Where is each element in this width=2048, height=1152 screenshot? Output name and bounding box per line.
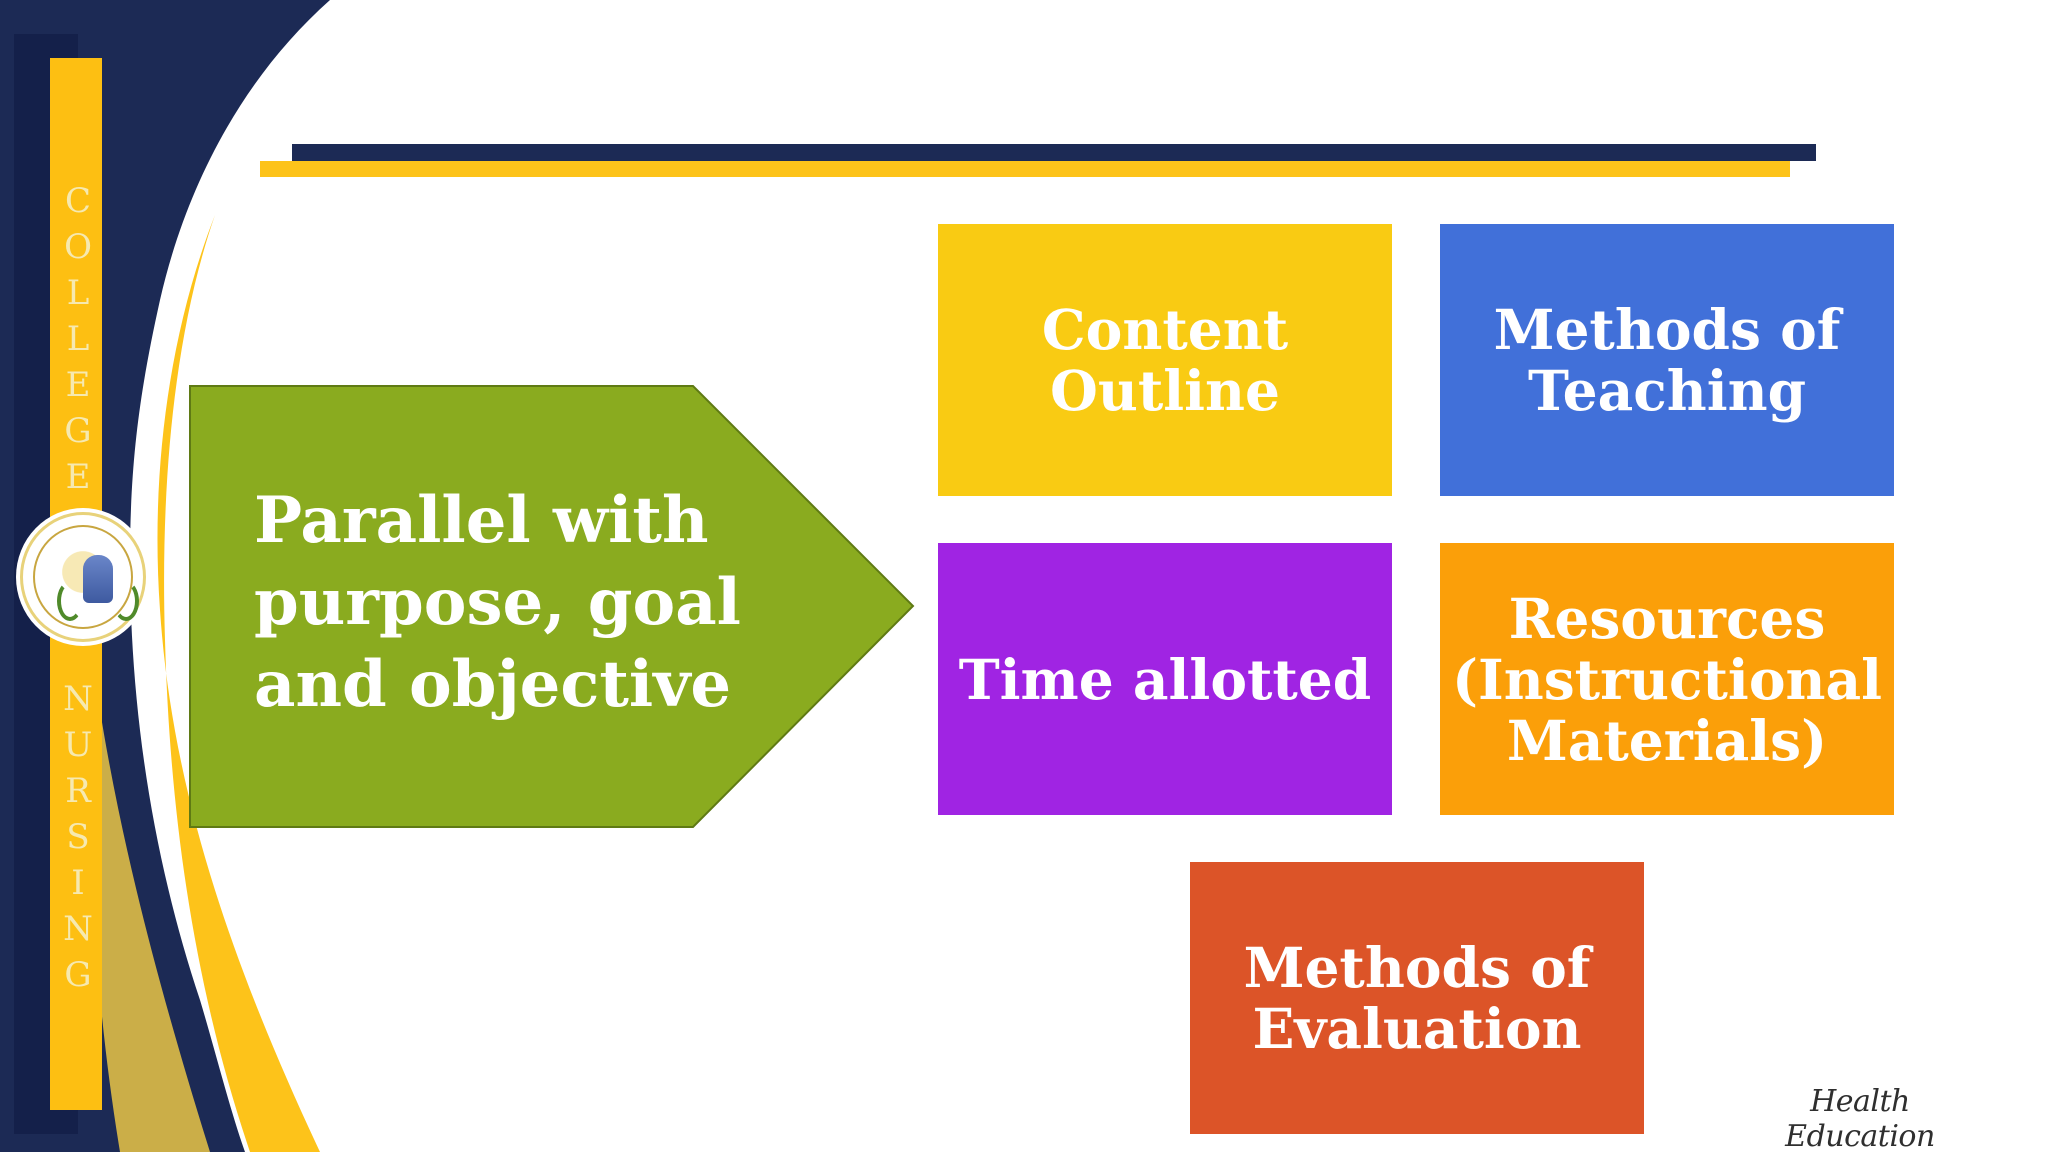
gold-swoosh — [157, 215, 320, 1152]
letter: O — [64, 227, 92, 267]
header-gold-stripe — [260, 161, 1790, 177]
letter: S — [66, 817, 90, 857]
header-navy-stripe — [292, 144, 1816, 161]
letter: I — [71, 863, 85, 903]
sidebar-word-college: C O L L E G E — [58, 178, 98, 500]
box-time-allotted: Time allotted — [938, 543, 1392, 815]
box-content-outline: Content Outline — [938, 224, 1392, 496]
gold-fade — [88, 640, 210, 1152]
letter: L — [66, 319, 90, 359]
footer-brand-text: Health Education — [1785, 1084, 1935, 1152]
seal-ring — [33, 525, 139, 629]
letter: N — [63, 679, 93, 719]
pentagon-arrow-shape — [189, 385, 915, 828]
seal-laurel-left — [57, 581, 83, 621]
letter: E — [65, 457, 91, 497]
college-seal-logo — [20, 512, 146, 642]
letter: N — [63, 909, 93, 949]
letter: R — [65, 771, 91, 811]
letter: G — [64, 955, 92, 995]
seal-emblem — [83, 555, 113, 603]
arrow-label: Parallel with purpose, goal and objectiv… — [254, 483, 741, 722]
letter: L — [66, 273, 90, 313]
box-methods-of-teaching: Methods of Teaching — [1440, 224, 1894, 496]
arrow-fill — [189, 385, 915, 828]
box-methods-of-evaluation: Methods of Evaluation — [1190, 862, 1644, 1134]
letter: G — [64, 411, 92, 451]
letter: C — [64, 181, 91, 221]
sidebar-word-nursing: N U R S I N G — [58, 676, 98, 998]
box-resources: Resources (Instructional Materials) — [1440, 543, 1894, 815]
letter: E — [65, 365, 91, 405]
seal-laurel-right — [113, 581, 139, 621]
letter: U — [63, 725, 93, 765]
